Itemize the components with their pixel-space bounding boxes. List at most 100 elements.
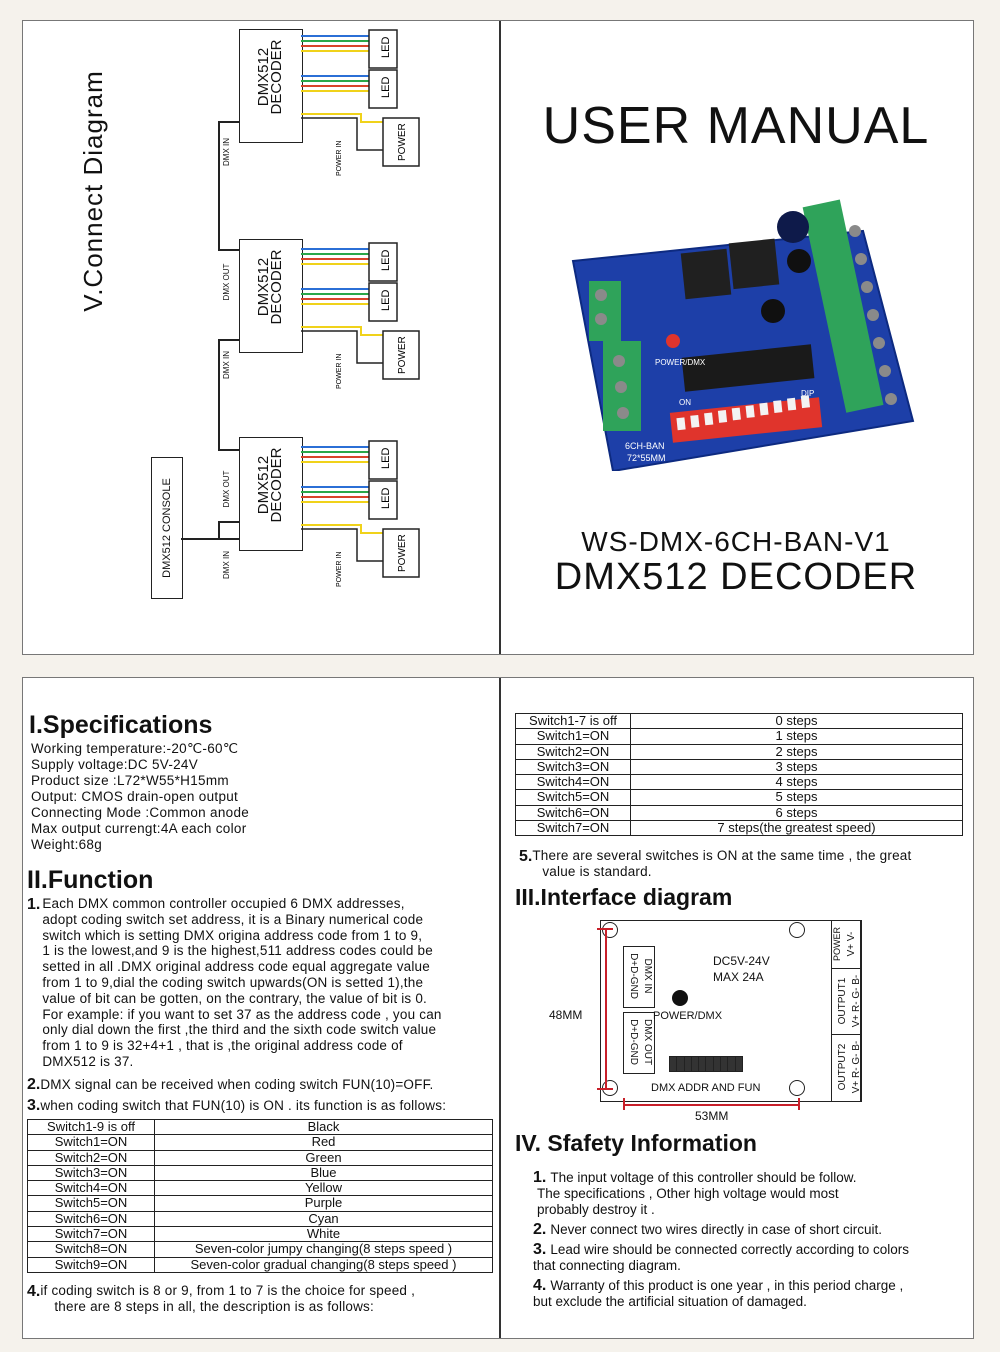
function-item-2: 2. DMX signal can be received when codin… [27, 1076, 434, 1093]
console-label: DMX512 CONSOLE [161, 478, 173, 578]
value-cell: Black [154, 1118, 493, 1136]
switch-cell: Switch6=ON [515, 804, 631, 822]
switch-cell: Switch7=ON [515, 820, 631, 837]
switch-cell: Switch5=ON [27, 1195, 155, 1212]
wire [301, 524, 383, 534]
power-in-label: POWER IN [336, 552, 343, 587]
function-line: setted in all .DMX original address code… [42, 959, 430, 975]
wire [301, 113, 383, 123]
dmx-in-label-2: DMX IN [222, 351, 231, 379]
cover-sheet: V.Connect Diagram DMX512 CONSOLE DMX512 … [22, 20, 974, 655]
voltage-label: DC5V-24V [713, 954, 770, 968]
switch-cell: Switch7=ON [27, 1226, 155, 1243]
value-cell: Purple [154, 1195, 493, 1212]
safety-item: 2.Never connect two wires directly in ca… [533, 1221, 882, 1238]
wire [301, 330, 383, 364]
dmx-out-label-3: DMX OUT [222, 470, 231, 508]
switch-cell: Switch4=ON [27, 1180, 155, 1197]
switch-cell: Switch5=ON [515, 789, 631, 806]
function-line: For example: if you want to set 37 as th… [42, 1006, 442, 1022]
value-cell: White [154, 1226, 493, 1243]
switch-cell: Switch9=ON [27, 1256, 155, 1273]
value-cell: Yellow [154, 1180, 493, 1197]
inner-sheet: I.Specifications Working temperature:-20… [22, 677, 974, 1339]
led-label: LED [380, 250, 392, 271]
wire [301, 528, 383, 562]
function-line: value is standard. [542, 863, 652, 879]
led-box [368, 29, 398, 69]
dmx-addr-label: DMX ADDR AND FUN [651, 1082, 761, 1094]
led-box [368, 282, 398, 322]
function-line: there are 8 steps in all, the descriptio… [54, 1298, 374, 1314]
mounting-hole [602, 922, 618, 938]
led-label: LED [380, 77, 392, 98]
power-in-label: POWER IN [336, 354, 343, 389]
dmx-in-label-1: DMX IN [222, 138, 231, 166]
function-line: switch which is setting DMX origina addr… [42, 927, 423, 943]
function-item-3: 3. when coding switch that FUN(10) is ON… [27, 1097, 447, 1114]
power-label: POWER [397, 534, 408, 572]
led-box [368, 440, 398, 480]
spec-line: Product size :L72*W55*H15mm [31, 773, 229, 788]
led-label: LED [380, 488, 392, 509]
model-number: WS-DMX-6CH-BAN-V1 [581, 526, 891, 557]
function-line: from 1 to 9 is 32+4+1 , that is ,the ori… [42, 1038, 403, 1054]
fold-line [499, 21, 501, 654]
decoder-box-1: DMX512 DECODER [239, 29, 303, 143]
switch-cell: Switch3=ON [515, 758, 631, 776]
value-cell: Seven-color gradual changing(8 steps spe… [154, 1256, 493, 1273]
value-cell: 3 steps [630, 758, 963, 776]
console-box: DMX512 CONSOLE [151, 457, 183, 599]
function-line: value of bit can be gotten, on the contr… [42, 990, 427, 1006]
power-led [672, 990, 688, 1006]
value-cell: 0 steps [630, 712, 963, 730]
pcb-power-dmx: POWER/DMX [655, 358, 706, 367]
power-box [382, 117, 420, 167]
led-label: LED [380, 290, 392, 311]
function-line: Each DMX common controller occupied 6 DM… [42, 896, 405, 911]
spec-line: Connecting Mode :Common anode [31, 805, 250, 820]
switch-cell: Switch1-7 is off [515, 712, 631, 730]
function-item-1: Each DMX common controller occupied 6 DM… [42, 896, 441, 1070]
switch-cell: Switch3=ON [27, 1164, 155, 1182]
switch-cell: Switch1=ON [27, 1134, 155, 1151]
led-box [368, 242, 398, 282]
safety-heading: IV. Sfafety Information [515, 1130, 757, 1156]
power-in-label: POWER IN [336, 141, 343, 176]
output1-terminal: OUTPUT1 V+ R- G- B- [831, 968, 862, 1036]
dmx-out-terminal: DMX OUT D+D-GND [623, 1012, 655, 1074]
product-name: DMX512 DECODER [554, 556, 918, 598]
power-dmx-label: POWER/DMX [653, 1010, 723, 1022]
power-box [382, 330, 420, 380]
function-item-1-num: 1. [27, 896, 41, 913]
value-cell: Red [154, 1134, 493, 1151]
spec-line: Output: CMOS drain-open output [31, 789, 239, 804]
function-line: DMX512 is 37. [42, 1053, 134, 1069]
switch-cell: Switch2=ON [515, 743, 631, 760]
value-cell: 2 steps [630, 743, 963, 760]
pcb-dip: DIP [801, 389, 814, 398]
mounting-hole [789, 1080, 805, 1096]
power-label: POWER [397, 336, 408, 374]
fold-line-2 [499, 678, 501, 1338]
dmx-in-terminal: DMX IN D+D-GND [623, 946, 655, 1008]
decoder-box-3: DMX512 DECODER [239, 437, 303, 551]
specifications-heading: I.Specifications [29, 711, 213, 739]
width-label: 53MM [695, 1109, 729, 1123]
diagram-title: V.Connect Diagram [78, 70, 108, 312]
pcb-photo: POWER/DMX DIP ON 6CH-BAN 72*55MM [571, 199, 915, 471]
function-line: if coding switch is 8 or 9, from 1 to 7 … [40, 1283, 416, 1298]
